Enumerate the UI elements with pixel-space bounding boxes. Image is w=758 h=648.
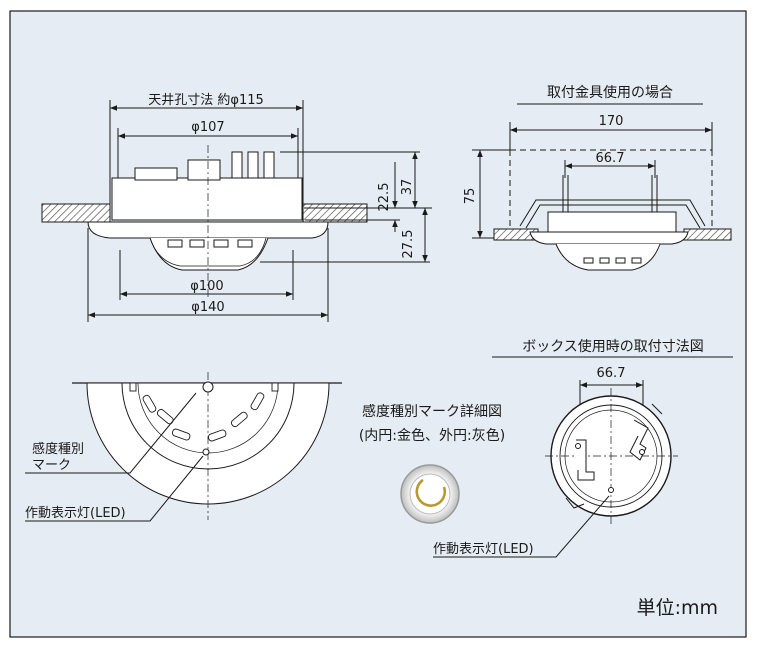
terminal-post-1 [231, 151, 243, 179]
terminal-block-2 [187, 159, 221, 181]
dimension-100: φ100 [190, 279, 223, 294]
led-label-bottom: 作動表示灯(LED) [25, 506, 126, 521]
box-view-title: ボックス使用時の取付寸法図 [522, 338, 704, 355]
terminal-post-3 [263, 151, 275, 179]
detector-body-top [111, 177, 303, 221]
dimension-66-7-bracket: 66.7 [596, 151, 625, 166]
bottom-view [25, 372, 342, 522]
dimension-22-5: 22.5 [377, 183, 392, 212]
mark-detail-title: 感度種別マーク詳細図 [362, 403, 502, 420]
side-view [41, 100, 432, 322]
sensor-mark-label-line1: 感度種別 [32, 441, 84, 457]
dimension-27-5: 27.5 [401, 230, 416, 259]
dimension-140: φ140 [191, 300, 224, 315]
box-view [433, 380, 678, 558]
terminal-post-2 [247, 151, 259, 179]
terminal-block-1 [134, 167, 178, 181]
frame-border [9, 10, 747, 638]
sensor-mark-label-line2: マーク [32, 458, 71, 473]
bracket-view-title: 取付金具使用の場合 [547, 84, 673, 101]
sensor-mark-detail [400, 464, 460, 524]
ceiling-left [41, 203, 111, 223]
mark-detail-subtitle: (内円:金色、外円:灰色) [359, 427, 505, 444]
dimension-75: 75 [463, 188, 478, 205]
bracket-view [472, 122, 732, 271]
dimension-37: 37 [400, 179, 415, 196]
unit-label: 単位:mm [637, 597, 718, 619]
dimension-107: φ107 [191, 120, 224, 135]
led-label-box: 作動表示灯(LED) [433, 542, 534, 557]
ceiling-hole-dimension: 天井孔寸法 約φ115 [148, 93, 264, 108]
dimension-66-7-box: 66.7 [597, 366, 626, 381]
ceiling-right [302, 203, 368, 223]
dimension-170: 170 [599, 114, 624, 129]
